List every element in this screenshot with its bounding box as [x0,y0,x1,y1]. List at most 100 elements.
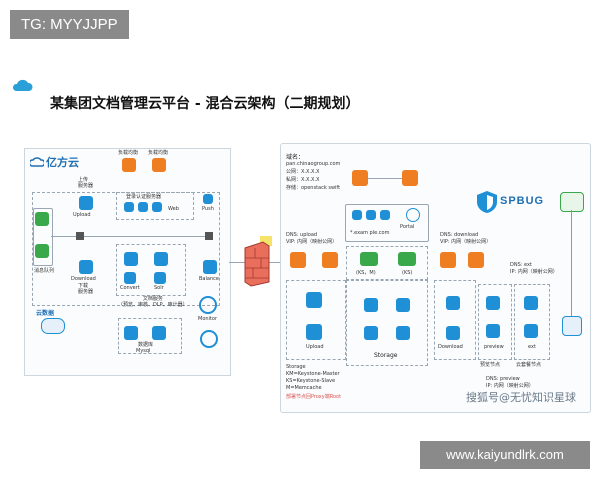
portal-server-icon [366,210,376,220]
storage-node-icon [364,298,378,312]
dns-download-ip: VIP: 内网（映射公网） [440,239,492,245]
convert-label: Convert [120,285,140,291]
dns-download: DNS: download [440,232,479,238]
legend-text: Storage KM=Keystone-Master KS=Keystone-S… [286,364,340,391]
auth-server-icon [124,202,134,212]
solr-server-icon [154,252,168,266]
download-label: Download [71,276,96,282]
download-node-icon [446,296,460,310]
web-label: Web [168,206,179,212]
upload-node-icon [306,324,322,340]
db-sub-label: Mysql [136,348,151,354]
preview-node-icon [486,324,500,338]
storage-node-icon [396,298,410,312]
portal-server-icon [380,210,390,220]
queue-label: 消息队列 [34,268,55,274]
queue-box [33,208,53,266]
download-server-icon [79,260,93,274]
storage-node-icon [364,326,378,340]
sohu-watermark: 搜狐号@无忧知识星球 [466,391,576,404]
upload-label: Upload [73,212,91,218]
legend-note: 部署节点回Proxy端Root [286,394,342,400]
ext-node-title: 云套餐节点 [516,362,542,368]
preview-column [478,284,512,360]
upload-node-icon [306,292,322,308]
dns-upload-ip: VIP: 内网（映射公网） [286,239,338,245]
preview-label: preview [484,344,504,350]
globe-icon [406,208,420,222]
keystone-slave-icon [398,252,416,266]
router-icon [402,170,418,186]
page-title: 某集团文档管理云平台 - 混合云架构（二期规划） [50,96,360,112]
download-node-icon [446,326,460,340]
database-group [118,318,182,354]
dns-ext: DNS: ext [510,262,532,268]
push-server-icon [203,194,213,204]
channel-tag: TG: MYYJJPP [10,10,129,39]
switch-icon [205,232,213,240]
queue-node-icon [35,244,49,258]
ext-node-icon [524,324,538,338]
dns-upload: DNS: upload [286,232,318,238]
upload-node-label: Upload [306,344,324,350]
download-column [434,280,476,360]
download-node-label: Download [438,344,463,350]
firewall-icon [244,241,270,287]
monitor-label: Monitor [198,316,218,322]
ext-node-icon [524,296,538,310]
vpn-marker [260,236,272,246]
balance-label: Balance [199,276,219,282]
monitor-icon [199,296,217,314]
ks-m-label: (KS，M) [356,270,376,276]
private-ip: 私网：X.X.X.X [286,177,320,183]
domain-value: pan.chinaogroup.com [286,161,341,167]
public-cloud-panel [280,143,591,413]
site-watermark: www.kaiyundlrk.com [420,441,590,469]
auth-label: 登录认证服务器 [126,194,162,200]
security-node-icon [562,316,582,336]
database-icon [152,326,166,340]
router-link [368,178,402,179]
auth-server-icon [138,202,148,212]
sub-brand-label: 云数据 [36,310,55,317]
cloud-icon [12,79,33,91]
solr-label: Solr [154,285,164,291]
download-cn-label: 下载 服务器 [78,283,94,295]
lb-download-icon [440,252,456,268]
lb-upload-icon [290,252,306,268]
portal-label: Portal [400,224,415,230]
brand-logo-icon [30,157,44,167]
storage-node-icon [396,326,410,340]
domain-label: 域名： [286,154,305,161]
ext-column [514,284,550,360]
storage-info: 存储：openstack swift [286,185,341,191]
storage-label: Storage [374,352,398,359]
brand-name: 亿方云 [46,156,79,169]
keystone-master-icon [360,252,378,266]
auth-server-group [116,192,194,220]
lb-label-1: 负载均衡 [118,150,139,156]
auth-server-icon [152,202,162,212]
portal-server-icon [352,210,362,220]
doc-service-label: 文档服务 （预览、审核、DLP、审计器） [118,296,188,308]
upload-column [286,280,346,360]
switch-icon [76,232,84,240]
queue-node-icon [35,212,49,226]
vendor-logo-text: SPBUG [500,195,545,207]
push-label: Push [202,206,214,212]
service-bus-line [51,236,211,237]
convert-server-icon [124,252,138,266]
dns-ext-ip: IP: 内网（映射公网） [510,269,558,275]
keystone-cluster [346,246,428,280]
upload-cn-label: 上传 服务器 [78,177,94,189]
doc-service-group [116,244,186,296]
dns-preview-ip: IP: 内网（映射公网） [486,383,534,389]
balance-server-icon [203,260,217,274]
load-balancer-icon [122,158,136,172]
public-ip: 公网：X.X.X.X [286,169,320,175]
sub-brand-icon [41,318,65,334]
convert-server-icon [124,272,136,284]
lb-download-icon [468,252,484,268]
portal-box [345,204,429,242]
shield-icon [477,191,497,213]
